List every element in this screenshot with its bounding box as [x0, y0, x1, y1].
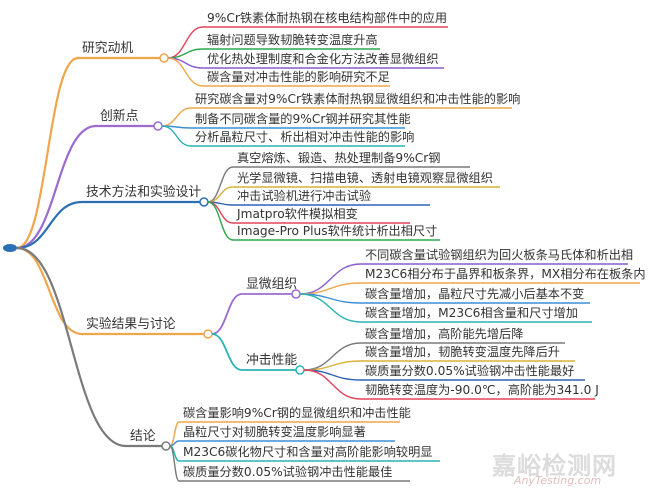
leaf-node[interactable]: 制备不同碳含量的9%Cr钢并研究其性能: [195, 112, 411, 126]
branch-connector: [16, 56, 79, 250]
leaf-node[interactable]: 优化热处理制度和合金化方法改善显微组织: [207, 52, 439, 66]
leaf-connector: [303, 369, 362, 400]
leaf-connector: [169, 440, 180, 447]
watermark-url: AnyTesting.com: [514, 474, 602, 487]
leaf-node[interactable]: Image-Pro Plus软件统计析出相尺寸: [237, 224, 438, 238]
leaf-connector: [167, 57, 204, 87]
branch-connector: [16, 246, 83, 336]
leaf-node[interactable]: 真空熔炼、锻造、热处理制备9%Cr钢: [237, 151, 441, 165]
branch-node-circle: [153, 121, 163, 131]
leaf-node[interactable]: 碳含量对冲击性能的影响研究不足: [207, 70, 390, 84]
leaf-connector: [207, 166, 234, 203]
branch-node-circle: [161, 441, 171, 451]
branch-connector: [16, 200, 83, 250]
subbranch-impact[interactable]: 冲击性能: [246, 353, 298, 368]
leaf-node[interactable]: 碳含量影响9%Cr钢的显微组织和冲击性能: [183, 406, 411, 420]
leaf-connector: [207, 201, 234, 241]
leaf-node[interactable]: 碳含量增加，高阶能先增后降: [365, 327, 524, 341]
leaf-node[interactable]: 冲击试验机进行冲击试验: [237, 189, 372, 203]
leaf-node[interactable]: 光学显微镜、扫描电镜、透射电镜观察显微组织: [237, 171, 493, 185]
leaf-connector: [161, 125, 192, 147]
branch-results[interactable]: 实验结果与讨论: [86, 317, 176, 332]
branch-research-motivation[interactable]: 研究动机: [82, 41, 134, 56]
leaf-node[interactable]: Jmatpro软件模拟相变: [237, 207, 358, 221]
branch-node-circle: [295, 365, 305, 375]
leaf-node[interactable]: M23C6碳化物尺寸和含量对高阶能影响较明显: [183, 445, 433, 459]
subbranch-microstructure[interactable]: 显微组织: [246, 277, 298, 292]
root-node: [3, 244, 17, 252]
leaf-node[interactable]: 分析晶粒尺寸、析出相对冲击性能的影响: [195, 130, 415, 144]
leaf-connector: [169, 445, 180, 482]
branch-innovation[interactable]: 创新点: [100, 109, 139, 124]
leaf-node[interactable]: 不同碳含量试验钢组织为回火板条马氏体和析出相: [365, 248, 634, 262]
branch-methods[interactable]: 技术方法和实验设计: [86, 185, 202, 200]
branch-connector: [16, 246, 127, 448]
branch-node-circle: [203, 329, 213, 339]
leaf-node[interactable]: 辐射问题导致韧脆转变温度升高: [207, 33, 378, 47]
leaf-node[interactable]: 韧脆转变温度为-90.0℃，高阶能为341.0 J: [365, 383, 599, 397]
leaf-node[interactable]: 碳含量增加，M23C6相含量和尺寸增加: [365, 306, 578, 320]
leaf-connector: [299, 263, 362, 295]
branch-node-circle: [199, 197, 209, 207]
leaf-connector: [207, 186, 234, 203]
leaf-connector: [169, 421, 180, 447]
leaf-connector: [299, 293, 362, 323]
branch-connector: [16, 124, 97, 250]
leaf-node[interactable]: 碳质量分数0.05%试验钢冲击性能最好: [365, 364, 575, 378]
branch-conclusion[interactable]: 结论: [130, 429, 156, 444]
leaf-node[interactable]: M23C6相分布于晶界和板条界，MX相分布在板条内: [365, 267, 646, 281]
watermark-logo-text: 嘉峪检测网: [492, 452, 617, 480]
leaf-node[interactable]: 碳质量分数0.05%试验钢冲击性能最佳: [183, 465, 393, 479]
subbranch-connector: [211, 293, 243, 335]
leaf-node[interactable]: 碳含量增加，晶粒尺寸先减小后基本不变: [365, 287, 585, 301]
branch-node-circle: [159, 53, 169, 63]
leaf-node[interactable]: 晶粒尺寸对韧脆转变温度影响显著: [183, 425, 366, 439]
subbranch-connector: [211, 333, 243, 371]
leaf-node[interactable]: 研究碳含量对9%Cr铁素体耐热钢显微组织和冲击性能的影响: [195, 92, 521, 106]
leaf-node[interactable]: 9%Cr铁素体耐热钢在核电结构部件中的应用: [207, 11, 448, 25]
leaf-node[interactable]: 碳含量增加，韧脆转变温度先降后升: [365, 345, 560, 359]
leaf-connector: [161, 107, 192, 127]
